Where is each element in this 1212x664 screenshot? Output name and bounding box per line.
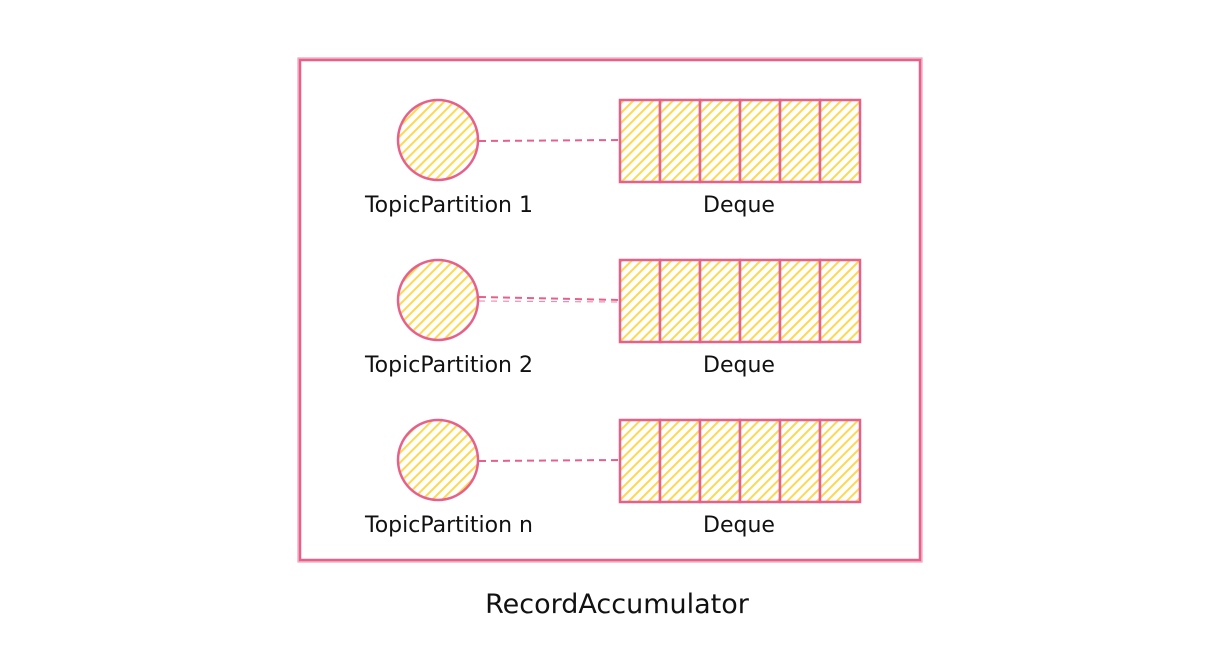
deque-n-label: Deque bbox=[703, 513, 775, 538]
deque-2-slot bbox=[698, 258, 742, 344]
deque-2-slot bbox=[818, 258, 862, 344]
deque-1-slot bbox=[738, 98, 782, 184]
deque-1-slot bbox=[698, 98, 742, 184]
topic-partition-2-label: TopicPartition 2 bbox=[364, 353, 533, 378]
deque-n-slot bbox=[738, 418, 782, 504]
deque-1-label: Deque bbox=[703, 193, 775, 218]
partition-row-1: TopicPartition 1 Deque bbox=[364, 98, 862, 218]
partition-row-n: TopicPartition n Deque bbox=[364, 418, 862, 538]
deque-n-slot bbox=[698, 418, 742, 504]
partition-1-connector bbox=[478, 139, 621, 142]
deque-n-slot bbox=[818, 418, 862, 504]
deque-2-slot bbox=[658, 258, 702, 344]
deque-1 bbox=[618, 98, 862, 184]
deque-2 bbox=[618, 258, 862, 344]
partition-2-connector bbox=[478, 296, 621, 301]
topic-partition-1-label: TopicPartition 1 bbox=[364, 193, 533, 218]
topic-partition-n-node bbox=[396, 418, 480, 502]
deque-2-label: Deque bbox=[703, 353, 775, 378]
deque-n bbox=[618, 418, 862, 504]
partition-row-2: TopicPartition 2 Deque bbox=[364, 258, 862, 378]
partition-2-connector-sketch bbox=[478, 300, 621, 303]
record-accumulator-box bbox=[297, 57, 923, 563]
partition-n-connector bbox=[478, 459, 621, 462]
deque-n-slot bbox=[618, 418, 662, 504]
deque-2-slot bbox=[618, 258, 662, 344]
topic-partition-2-node bbox=[396, 258, 480, 342]
deque-1-slot bbox=[658, 98, 702, 184]
deque-1-slot bbox=[818, 98, 862, 184]
topic-partition-1-node bbox=[396, 98, 480, 182]
deque-2-slot bbox=[738, 258, 782, 344]
deque-1-slot bbox=[618, 98, 662, 184]
deque-2-slot bbox=[778, 258, 822, 344]
deque-n-slot bbox=[658, 418, 702, 504]
topic-partition-n-label: TopicPartition n bbox=[364, 513, 533, 538]
deque-1-slot bbox=[778, 98, 822, 184]
record-accumulator-label: RecordAccumulator bbox=[485, 589, 750, 620]
deque-n-slot bbox=[778, 418, 822, 504]
